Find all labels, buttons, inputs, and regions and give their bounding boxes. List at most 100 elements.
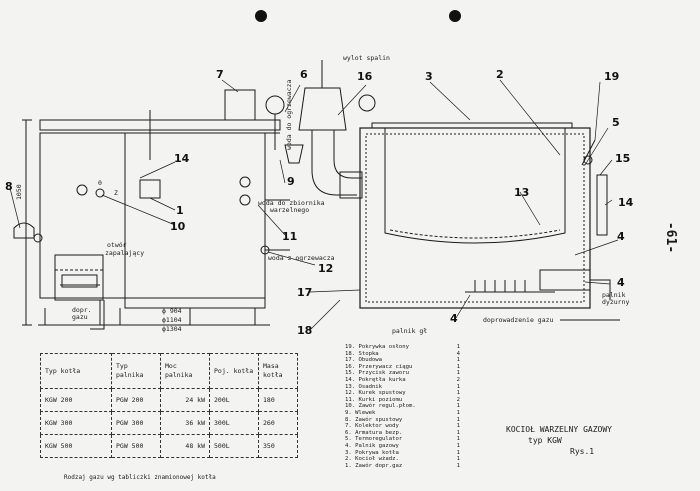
label-pilot-burner: palnik — [602, 291, 626, 299]
drawing-type: typ KGW — [528, 436, 562, 445]
label-knob-z: Z — [114, 189, 118, 197]
legend-item: 4. Palnik gazowy — [345, 442, 399, 449]
part-number: 3 — [425, 70, 433, 83]
legend-item: 3. Pokrywa kotła — [345, 449, 399, 456]
legend-qty: 1 — [456, 423, 460, 430]
table-cell: KGW 200 — [40, 388, 112, 412]
spec-table-header: Typ kotła Typ palnika Moc palnika Poj. k… — [40, 353, 298, 389]
label-ignition: zapalający — [105, 249, 144, 257]
spec-table: Typ kotła Typ palnika Moc palnika Poj. k… — [40, 353, 298, 458]
part-number: 17 — [297, 286, 312, 299]
label-main-burner: palnik gł — [392, 327, 427, 335]
part-number: 11 — [282, 230, 297, 243]
legend-qty: 1 — [456, 370, 460, 377]
table-cell: 48 kW — [160, 434, 210, 458]
part-number: 18 — [297, 324, 312, 337]
legend-item: 2. Kocioł wżadz. — [345, 456, 399, 463]
legend-qty: 2 — [456, 376, 460, 383]
legend-item: 15. Przycisk zaworu — [345, 370, 409, 377]
legend-row: 15. Przycisk zaworu 1 — [345, 370, 460, 377]
part-number: 12 — [318, 262, 333, 275]
part-numbers: 7 6 16 3 2 19 5 15 14 13 4 4 4 8 14 1 10… — [5, 68, 634, 337]
part-number: 8 — [5, 180, 13, 193]
table-cell: PGW 200 — [111, 388, 161, 412]
legend-item: 5. Termoregulator — [345, 436, 403, 443]
legend-qty: 4 — [456, 350, 460, 357]
section-view — [359, 122, 620, 321]
front-view — [13, 89, 304, 330]
table-cell: 200L — [209, 388, 259, 412]
label-water-to-heater: woda do ogrzewacza — [285, 79, 293, 150]
gas-type-note: Rodzaj gazu wg tabliczki znamionowej kot… — [64, 474, 216, 481]
part-number: 1 — [176, 204, 184, 217]
part-number: 7 — [216, 68, 224, 81]
dimension-d904: ϕ 904 — [162, 307, 182, 315]
table-cell: 24 kW — [160, 388, 210, 412]
header-cell: Masa kotła — [258, 353, 298, 389]
header-cell: Typ palnika — [111, 353, 161, 389]
table-cell: PGW 500 — [111, 434, 161, 458]
part-number: 16 — [357, 70, 373, 83]
legend-row: 4. Palnik gazowy 1 — [345, 443, 460, 450]
header-cell: Poj. kotła — [209, 353, 259, 389]
legend-qty: 1 — [456, 357, 460, 364]
legend-qty: 1 — [456, 409, 460, 416]
table-cell: 180 — [258, 388, 298, 412]
legend-qty: 1 — [456, 429, 460, 436]
table-cell: 36 kW — [160, 411, 210, 435]
header-cell: Moc palnika — [160, 353, 210, 389]
label-flue-outlet: wylot spalin — [343, 54, 390, 62]
drawing-title-block: KOCIOŁ WARZELNY GAZOWY typ KGW Rys.1 — [506, 424, 612, 457]
legend-item: 12. Kurek spustowy — [345, 390, 406, 397]
legend-qty: 1 — [456, 442, 460, 449]
legend-qty: 1 — [456, 344, 460, 350]
diagram-labels: wylot spalin woda do ogrzewacza woda do … — [15, 54, 629, 335]
leader-lines — [9, 79, 619, 331]
legend-item: 1. Zawór dopr.gaz — [345, 462, 403, 469]
punch-hole-left — [255, 10, 267, 22]
legend-item: 10. Zawór regul.płom. — [345, 403, 416, 410]
label-gas-supply-a: dopr. — [72, 306, 92, 314]
legend-item: 7. Kolektor wody — [345, 423, 399, 430]
part-number: 13 — [514, 186, 529, 199]
legend-row: 12. Kurek spustowy 1 — [345, 390, 460, 397]
table-cell: KGW 500 — [40, 434, 112, 458]
legend-item: 13. Osadnik — [345, 383, 383, 390]
dimension-height: 1050 — [15, 184, 23, 200]
table-cell: 500L — [209, 434, 259, 458]
legend-row: 6. Armatura bezp. 1 — [345, 430, 460, 437]
legend-item: 9. Wlewek — [345, 409, 376, 416]
part-number: 19 — [604, 70, 619, 83]
part-number: 5 — [612, 116, 620, 129]
label-knob-zero: 0 — [98, 179, 102, 187]
legend-qty: 1 — [456, 403, 460, 410]
legend-qty: 1 — [456, 363, 460, 370]
table-cell: 350 — [258, 434, 298, 458]
table-row: KGW 200 PGW 200 24 kW 200L 180 — [40, 388, 298, 412]
legend-row: 7. Kolektor wody 1 — [345, 423, 460, 430]
flue-assembly — [298, 60, 376, 199]
table-cell: PGW 300 — [111, 411, 161, 435]
part-number: 15 — [615, 152, 630, 165]
label-gas-inlet: doprowadzenie gazu — [483, 316, 554, 324]
label-water-to-tank: woda do zbiornika — [258, 199, 325, 207]
part-number: 2 — [496, 68, 504, 81]
legend-qty: 1 — [456, 390, 460, 397]
label-ignition-opening: otwór — [107, 241, 127, 249]
label-water-from-heater: woda z ogrzewacza — [268, 254, 335, 262]
legend-item: 11. Kurki poziomu — [345, 396, 403, 403]
legend-item: 6. Armatura bezp. — [345, 429, 403, 436]
legend-row: 2. Kocioł wżadz.1 — [345, 456, 460, 463]
part-number: 6 — [300, 68, 308, 81]
legend-item: 8. Zawór spustowy — [345, 416, 403, 423]
part-number: 4 — [617, 276, 625, 289]
